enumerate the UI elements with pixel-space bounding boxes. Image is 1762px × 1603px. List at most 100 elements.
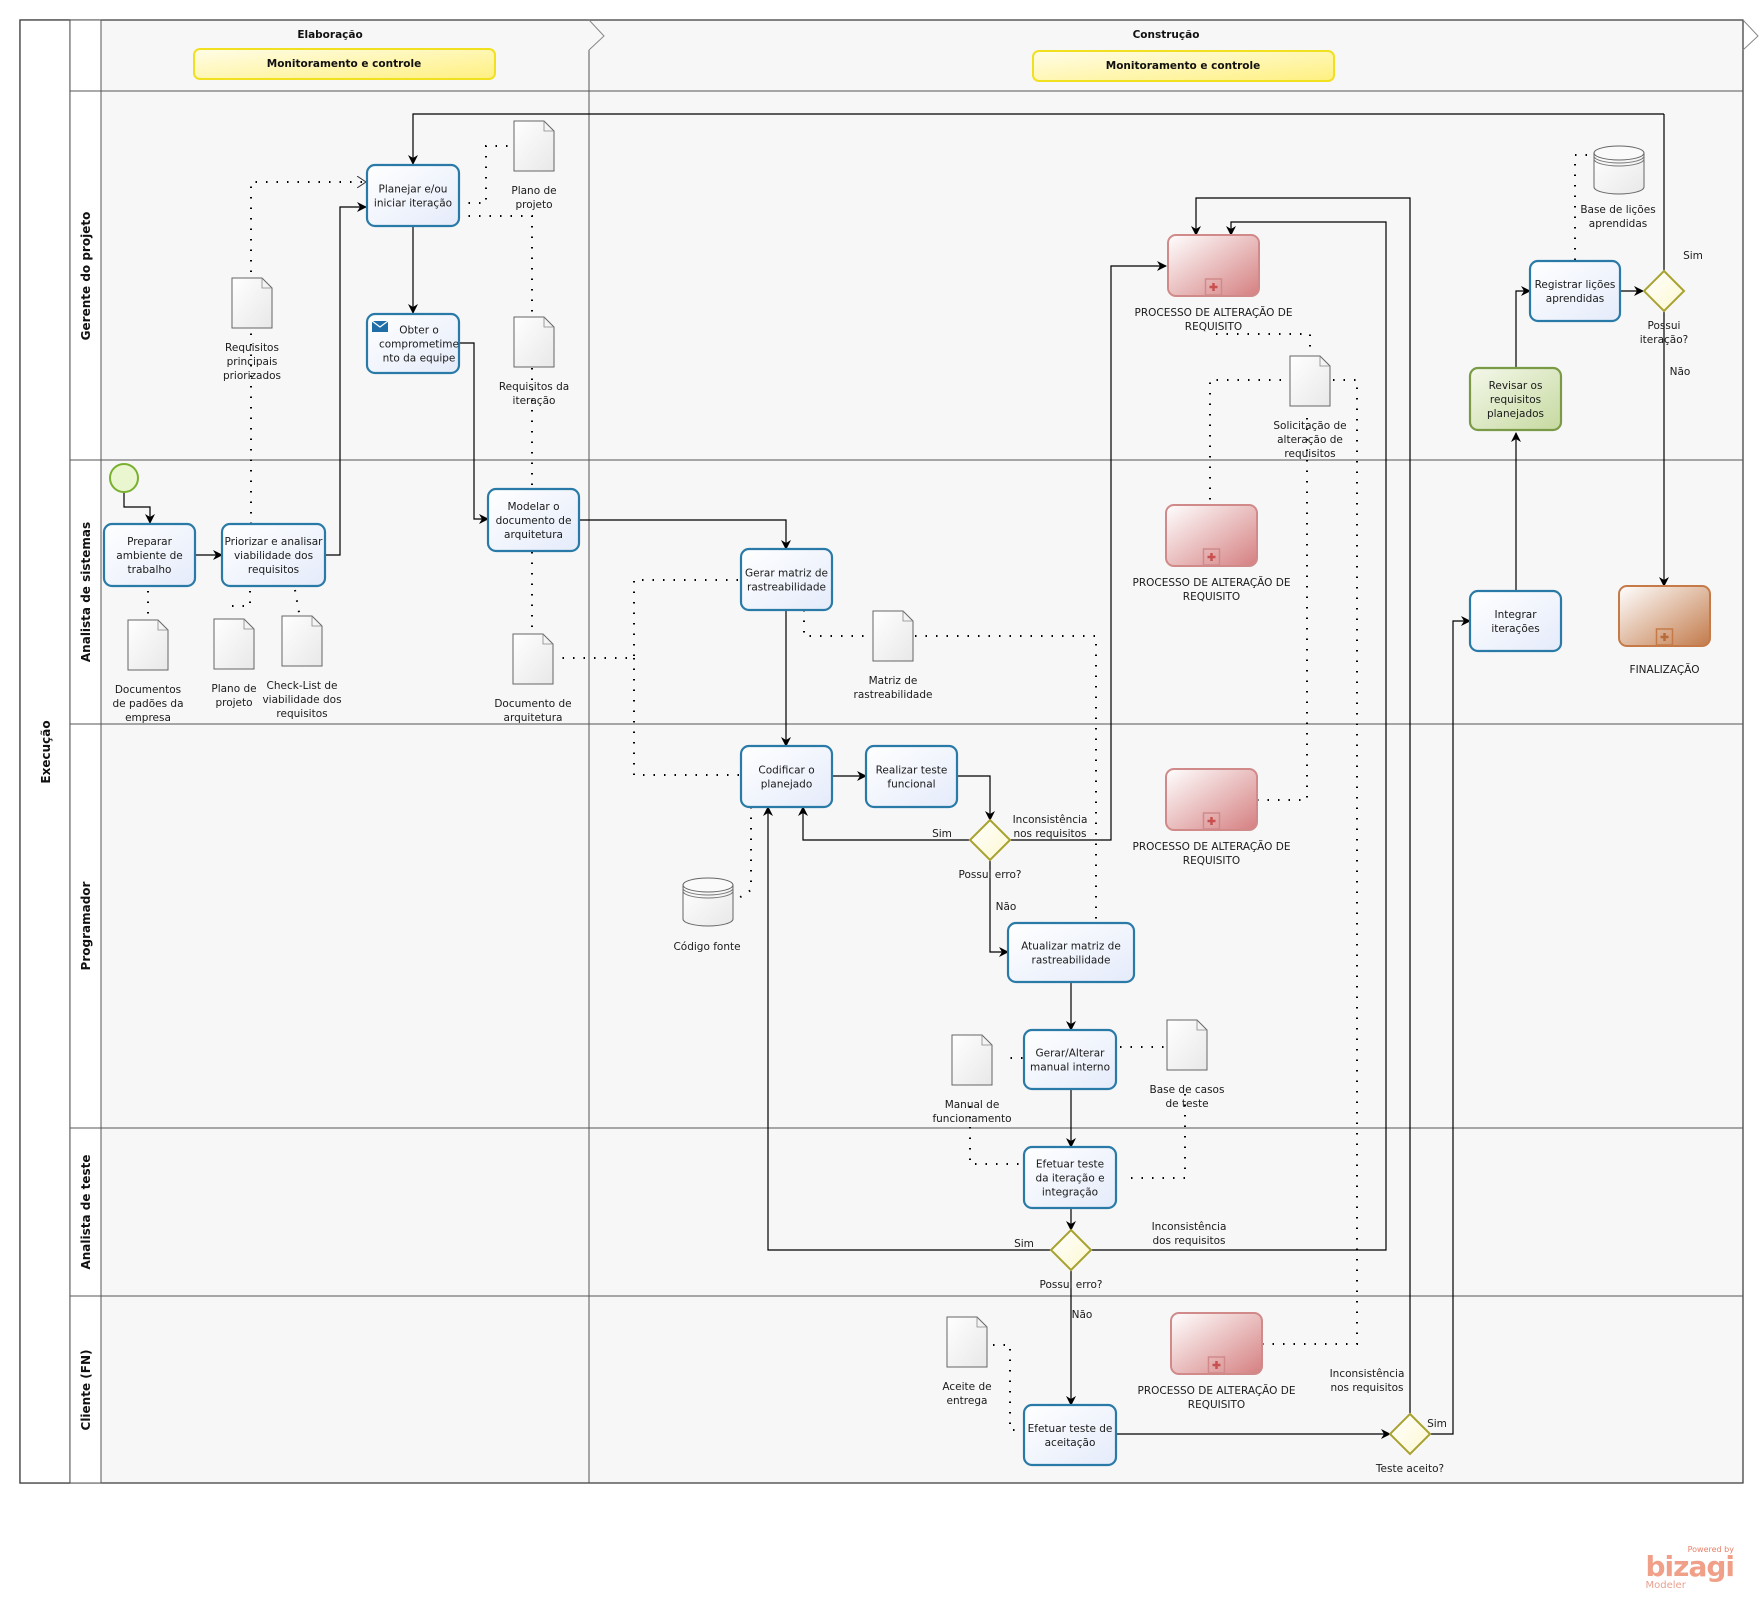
lane-cliente: Cliente (FN) (79, 1350, 93, 1431)
gateway-teste-aceito-text: Teste aceito? (1375, 1463, 1444, 1475)
flow-gw1-nao (989, 860, 1009, 957)
flow-gw3-sim (1430, 616, 1471, 1435)
label-inconsist-gw1-1: Inconsistência (1013, 814, 1088, 826)
flow-gw3-inconsist (1191, 197, 1411, 1414)
task-planejar-text: Planejar e/ou (379, 184, 448, 196)
phase-construcao: Construção (1133, 29, 1200, 41)
doc-requisitos-iteracao-text: iteração (513, 395, 556, 407)
task-modelar-text: Modelar o (507, 501, 559, 513)
task-obter-text: Obter o (399, 325, 439, 337)
task-revisar-text: requisitos (1490, 394, 1541, 406)
sub-alteracao-3-text: PROCESSO DE ALTERAÇÃO DE (1132, 840, 1290, 853)
phase-elaboracao: Elaboração (297, 29, 362, 41)
gateway-possui-erro-1-text: Possui erro? (959, 869, 1022, 881)
doc-base-casos-teste-text: de teste (1165, 1098, 1208, 1110)
sub-finalizacao[interactable]: FINALIZAÇÃO (1618, 585, 1711, 676)
doc-manual-funcionamento-text: Manual de (945, 1099, 1000, 1111)
sub-finalizacao-text: FINALIZAÇÃO (1630, 663, 1700, 676)
doc-manual-funcionamento-text: funcionamento (932, 1113, 1011, 1125)
task-gerar_manual-text: Gerar/Alterar (1036, 1048, 1106, 1060)
doc-aceite-entrega-text: entrega (947, 1395, 988, 1407)
doc-solicitacao-alteracao-text: requisitos (1284, 448, 1335, 460)
flow-start-preparar (123, 491, 155, 524)
bizagi-watermark: Powered by bizagi Modeler (1646, 1545, 1735, 1591)
doc-plano-projeto-top-text: projeto (515, 199, 552, 211)
label-inconsist-gw2-2: dos requisitos (1152, 1235, 1225, 1247)
doc-solicitacao-alteracao-text: Solicitação de (1273, 420, 1346, 432)
task-realizar-text: Realizar teste (876, 765, 948, 777)
label-sim-gw4: Sim (1683, 250, 1703, 262)
task-modelar-text: documento de (496, 515, 572, 527)
subprocess-plus-icon[interactable] (1202, 548, 1221, 566)
datastore-licoes-aprendidas-text: aprendidas (1589, 218, 1647, 230)
label-inconsist-gw2-1: Inconsistência (1152, 1221, 1227, 1233)
task-revisar-text: Revisar os (1489, 380, 1543, 392)
task-efetuar_iter-text: da iteração e (1035, 1173, 1104, 1185)
milestone-elaboracao[interactable]: Monitoramento e controle (193, 48, 496, 80)
lane-headers: Gerente do projeto Analista de sistemas … (69, 19, 1743, 1484)
flow-gw2-sim (763, 806, 1051, 1251)
watermark-powered: Powered by (1687, 1545, 1734, 1554)
sub-alteracao-4-text: REQUISITO (1188, 1399, 1245, 1411)
sub-alteracao-3[interactable]: PROCESSO DE ALTERAÇÃO DE REQUISITO (1132, 768, 1291, 867)
label-nao-gw4: Não (1670, 366, 1691, 378)
gateway-possui-erro-1[interactable]: Possui erro? (959, 818, 1022, 881)
flow-loop-top (408, 113, 1664, 165)
doc-manual-funcionamento[interactable]: Manual de funcionamento (932, 1034, 1012, 1125)
doc-requisitos-principais-text: principais (227, 356, 278, 368)
label-sim-gw1: Sim (932, 828, 952, 840)
lane-analista-teste: Analista de teste (79, 1154, 93, 1269)
gateway-possui-erro-2[interactable]: Possui erro? (1040, 1228, 1103, 1291)
doc-documento-arquitetura-text: arquitetura (504, 712, 563, 724)
subprocess-plus-icon[interactable] (1207, 1356, 1226, 1374)
task-registrar-text: aprendidas (1546, 293, 1604, 305)
doc-plano-projeto-low-text: Plano de (211, 683, 256, 695)
start-event[interactable] (109, 463, 139, 493)
lane-gerente: Gerente do projeto (79, 212, 93, 341)
gateway-teste-aceito[interactable]: Teste aceito? (1375, 1412, 1444, 1475)
lane-analista-sistemas: Analista de sistemas (79, 522, 93, 662)
subprocess-plus-icon[interactable] (1204, 278, 1223, 296)
subprocess-plus-icon[interactable] (1655, 628, 1674, 646)
label-nao-gw1: Não (996, 901, 1017, 913)
sub-alteracao-3-text: REQUISITO (1183, 855, 1240, 867)
milestone-construcao[interactable]: Monitoramento e controle (1032, 50, 1335, 82)
task-codificar-text: Codificar o (758, 765, 814, 777)
doc-requisitos-principais-text: priorizados (223, 370, 281, 382)
task-atualizar-text: rastreabilidade (1032, 955, 1111, 967)
datastore-codigo-fonte-text: Código fonte (673, 941, 740, 953)
datastore-codigo-fonte[interactable]: Código fonte (673, 877, 741, 953)
subprocess-plus-icon[interactable] (1202, 812, 1221, 830)
